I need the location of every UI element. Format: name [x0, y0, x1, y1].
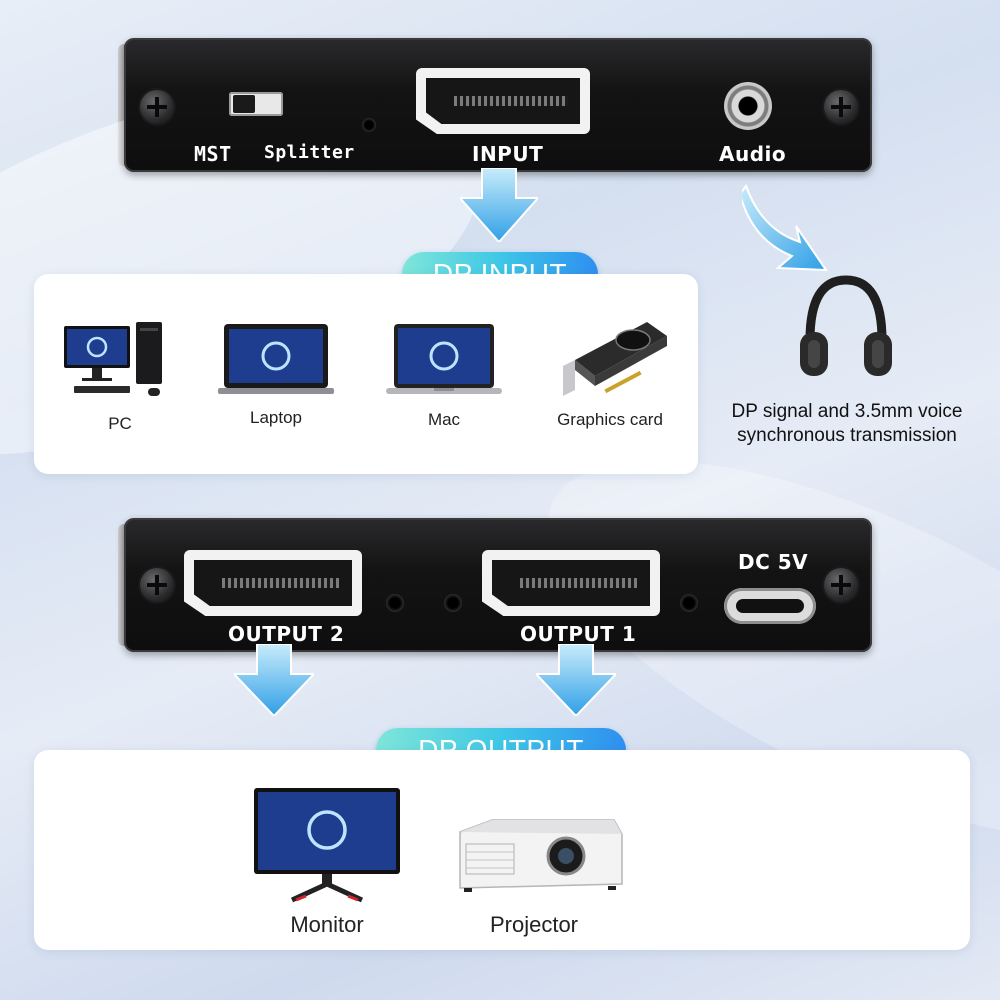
output-1-label: OUTPUT 1 — [520, 622, 637, 646]
usb-c-power-port[interactable] — [724, 588, 816, 624]
device-label: Laptop — [250, 408, 302, 427]
dp-output-2-port[interactable] — [184, 550, 362, 616]
desktop-pc-icon — [64, 322, 162, 396]
splitter-label: Splitter — [264, 142, 355, 163]
indicator-hole — [444, 594, 462, 612]
projector-icon — [459, 819, 623, 892]
indicator-hole — [362, 118, 376, 132]
mst-label: MST — [194, 142, 232, 166]
dp-output-1-port[interactable] — [482, 550, 660, 616]
output-2-label: OUTPUT 2 — [228, 622, 345, 646]
screw-right — [824, 568, 858, 602]
curved-arrow-icon — [742, 183, 828, 272]
input-label: INPUT — [472, 142, 544, 166]
audio-note-line1: DP signal and 3.5mm voice — [731, 401, 963, 422]
device-projector: Projector — [444, 814, 624, 944]
device-graphics-card: Graphics card — [540, 316, 680, 440]
screw-left — [140, 568, 174, 602]
indicator-hole — [680, 594, 698, 612]
monitor-icon — [254, 788, 400, 903]
device-label: PC — [108, 414, 132, 433]
splitter-input-side: MST Splitter INPUT Audio — [118, 38, 872, 172]
audio-note-line2: synchronous transmission — [737, 425, 957, 446]
laptop-icon — [218, 324, 334, 394]
power-label: DC 5V — [738, 550, 809, 574]
device-laptop: Laptop — [216, 320, 336, 440]
device-label: Projector — [489, 912, 579, 937]
device-label: Monitor — [290, 912, 364, 937]
graphics-card-icon — [563, 322, 667, 396]
macbook-icon — [386, 324, 502, 394]
output-devices-card: Monitor Projector — [34, 750, 970, 950]
arrow-down-icon — [234, 644, 314, 716]
device-monitor: Monitor — [252, 784, 402, 944]
screw-right — [824, 90, 858, 124]
splitter-output-side: OUTPUT 2 OUTPUT 1 DC 5V — [118, 518, 872, 652]
mst-splitter-switch[interactable] — [229, 92, 283, 116]
indicator-hole — [386, 594, 404, 612]
arrow-down-icon — [536, 644, 616, 716]
arrow-down-icon — [460, 168, 538, 242]
audio-label: Audio — [719, 142, 787, 166]
device-label: Graphics card — [557, 410, 663, 429]
input-devices-card: PC Laptop Mac Graphics car — [34, 274, 698, 474]
headphones-icon — [800, 275, 892, 376]
dp-input-port[interactable] — [416, 68, 590, 134]
device-label: Mac — [427, 410, 461, 429]
device-pc: PC — [60, 320, 180, 440]
screw-left — [140, 90, 174, 124]
device-mac: Mac — [384, 320, 504, 440]
audio-note: DP signal and 3.5mm voice synchronous tr… — [712, 400, 982, 448]
audio-jack[interactable] — [724, 82, 772, 130]
